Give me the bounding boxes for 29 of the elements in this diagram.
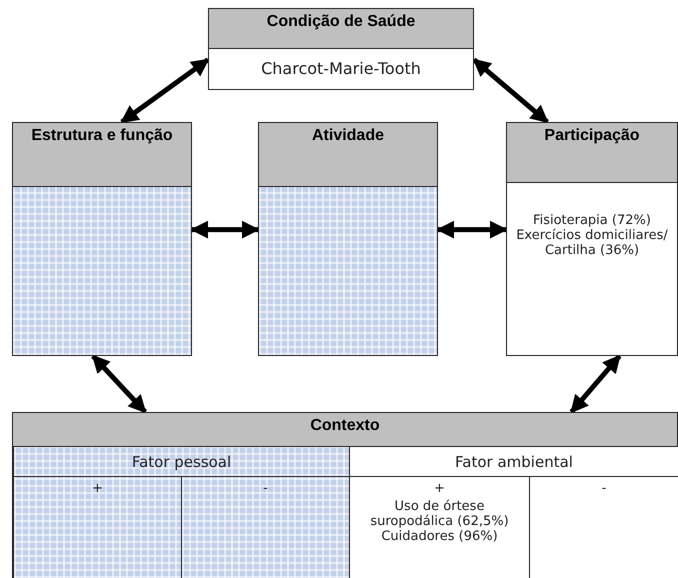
- table-cell: [13, 446, 350, 477]
- table-cell: [13, 476, 182, 578]
- category-box: [258, 122, 438, 356]
- double-arrow: [472, 58, 549, 124]
- box-text: Charcot-Marie-Tooth: [260, 59, 422, 78]
- cell-text: Uso de órtese suropodálica (62,5%) Cuidadores (96%): [369, 499, 510, 544]
- category-box: [12, 412, 678, 578]
- cell-text: +: [91, 481, 104, 496]
- box-heading: Participação: [507, 123, 677, 183]
- double-arrow: [570, 354, 622, 414]
- box-heading: Contexto: [13, 413, 677, 447]
- category-box: [506, 122, 678, 356]
- category-box: [12, 122, 192, 356]
- cell-text: -: [600, 481, 608, 496]
- box-heading: Estrutura e função: [13, 123, 191, 187]
- cell-text: -: [262, 481, 269, 496]
- table-cell: [529, 476, 678, 578]
- box-heading: Condição de Saúde: [209, 9, 473, 49]
- cell-text: +: [433, 481, 446, 496]
- double-arrow: [120, 58, 210, 124]
- box-text: Fisioterapia (72%) Exercícios domiciliares/ Cartilha (36%): [515, 213, 669, 258]
- category-box: [208, 8, 474, 90]
- cell-text: Fator pessoal: [130, 453, 232, 471]
- box-heading: Atividade: [259, 123, 437, 187]
- double-arrow: [190, 220, 260, 239]
- double-arrow: [436, 220, 508, 239]
- table-cell: [181, 476, 350, 578]
- cell-text: Fator ambiental: [454, 453, 574, 471]
- double-arrow: [91, 354, 148, 414]
